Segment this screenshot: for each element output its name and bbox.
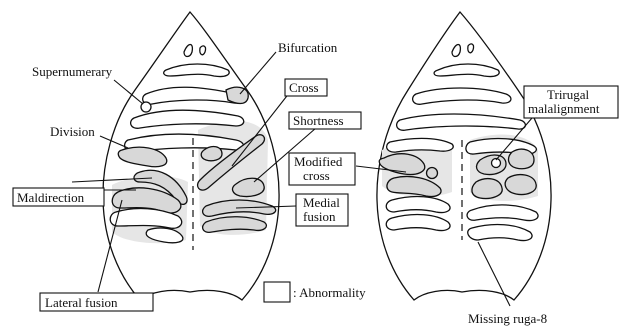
legend-text: : Abnormality	[293, 285, 366, 300]
label-trirugal-1: Trirugal	[547, 87, 590, 102]
left-papilla-1	[184, 45, 192, 57]
legend: : Abnormality	[264, 282, 366, 302]
label-bifurcation: Bifurcation	[278, 40, 338, 55]
right-ruga-5	[386, 197, 450, 213]
right-ruga-modified-cross-b	[427, 168, 438, 179]
label-medial-fusion-2: fusion	[303, 209, 336, 224]
right-papilla-2	[468, 44, 474, 53]
label-maldirection: Maldirection	[17, 190, 85, 205]
left-ruga-bifurcation	[226, 87, 248, 103]
label-cross: Cross	[289, 80, 319, 95]
leader-missing-ruga	[478, 242, 510, 306]
right-ruga-6	[386, 215, 450, 231]
label-supernumerary: Supernumerary	[32, 64, 113, 79]
right-ruga-4	[387, 138, 454, 152]
label-shortness: Shortness	[293, 113, 344, 128]
right-ruga-trirugal-e	[472, 179, 502, 199]
left-ruga-3	[131, 110, 244, 128]
legend-box-swatch	[264, 282, 290, 302]
right-ruga-trirugal-c	[509, 149, 534, 169]
leader-lateral-fusion	[98, 200, 122, 292]
right-ruga-7	[467, 205, 538, 221]
right-ruga-top	[434, 64, 499, 77]
right-palate	[377, 12, 551, 300]
left-ruga-top	[164, 64, 230, 77]
label-modified-cross-1: Modified	[294, 154, 343, 169]
right-ruga-trirugal-d	[505, 175, 536, 195]
label-trirugal-2: malalignment	[528, 101, 600, 116]
label-missing-ruga: Missing ruga-8	[468, 311, 547, 326]
label-medial-fusion-1: Medial	[303, 195, 340, 210]
label-division: Division	[50, 124, 95, 139]
left-palate	[103, 12, 279, 300]
label-lateral-fusion: Lateral fusion	[45, 295, 118, 310]
right-ruga-2	[413, 88, 511, 104]
leader-bifurcation	[240, 52, 276, 94]
right-papilla-1	[452, 45, 460, 57]
right-ruga-3	[397, 114, 526, 130]
left-ruga-division	[118, 147, 167, 167]
right-ruga-8	[468, 225, 532, 241]
leader-division	[100, 136, 128, 148]
label-modified-cross-2: cross	[303, 168, 330, 183]
left-papilla-2	[200, 46, 206, 55]
